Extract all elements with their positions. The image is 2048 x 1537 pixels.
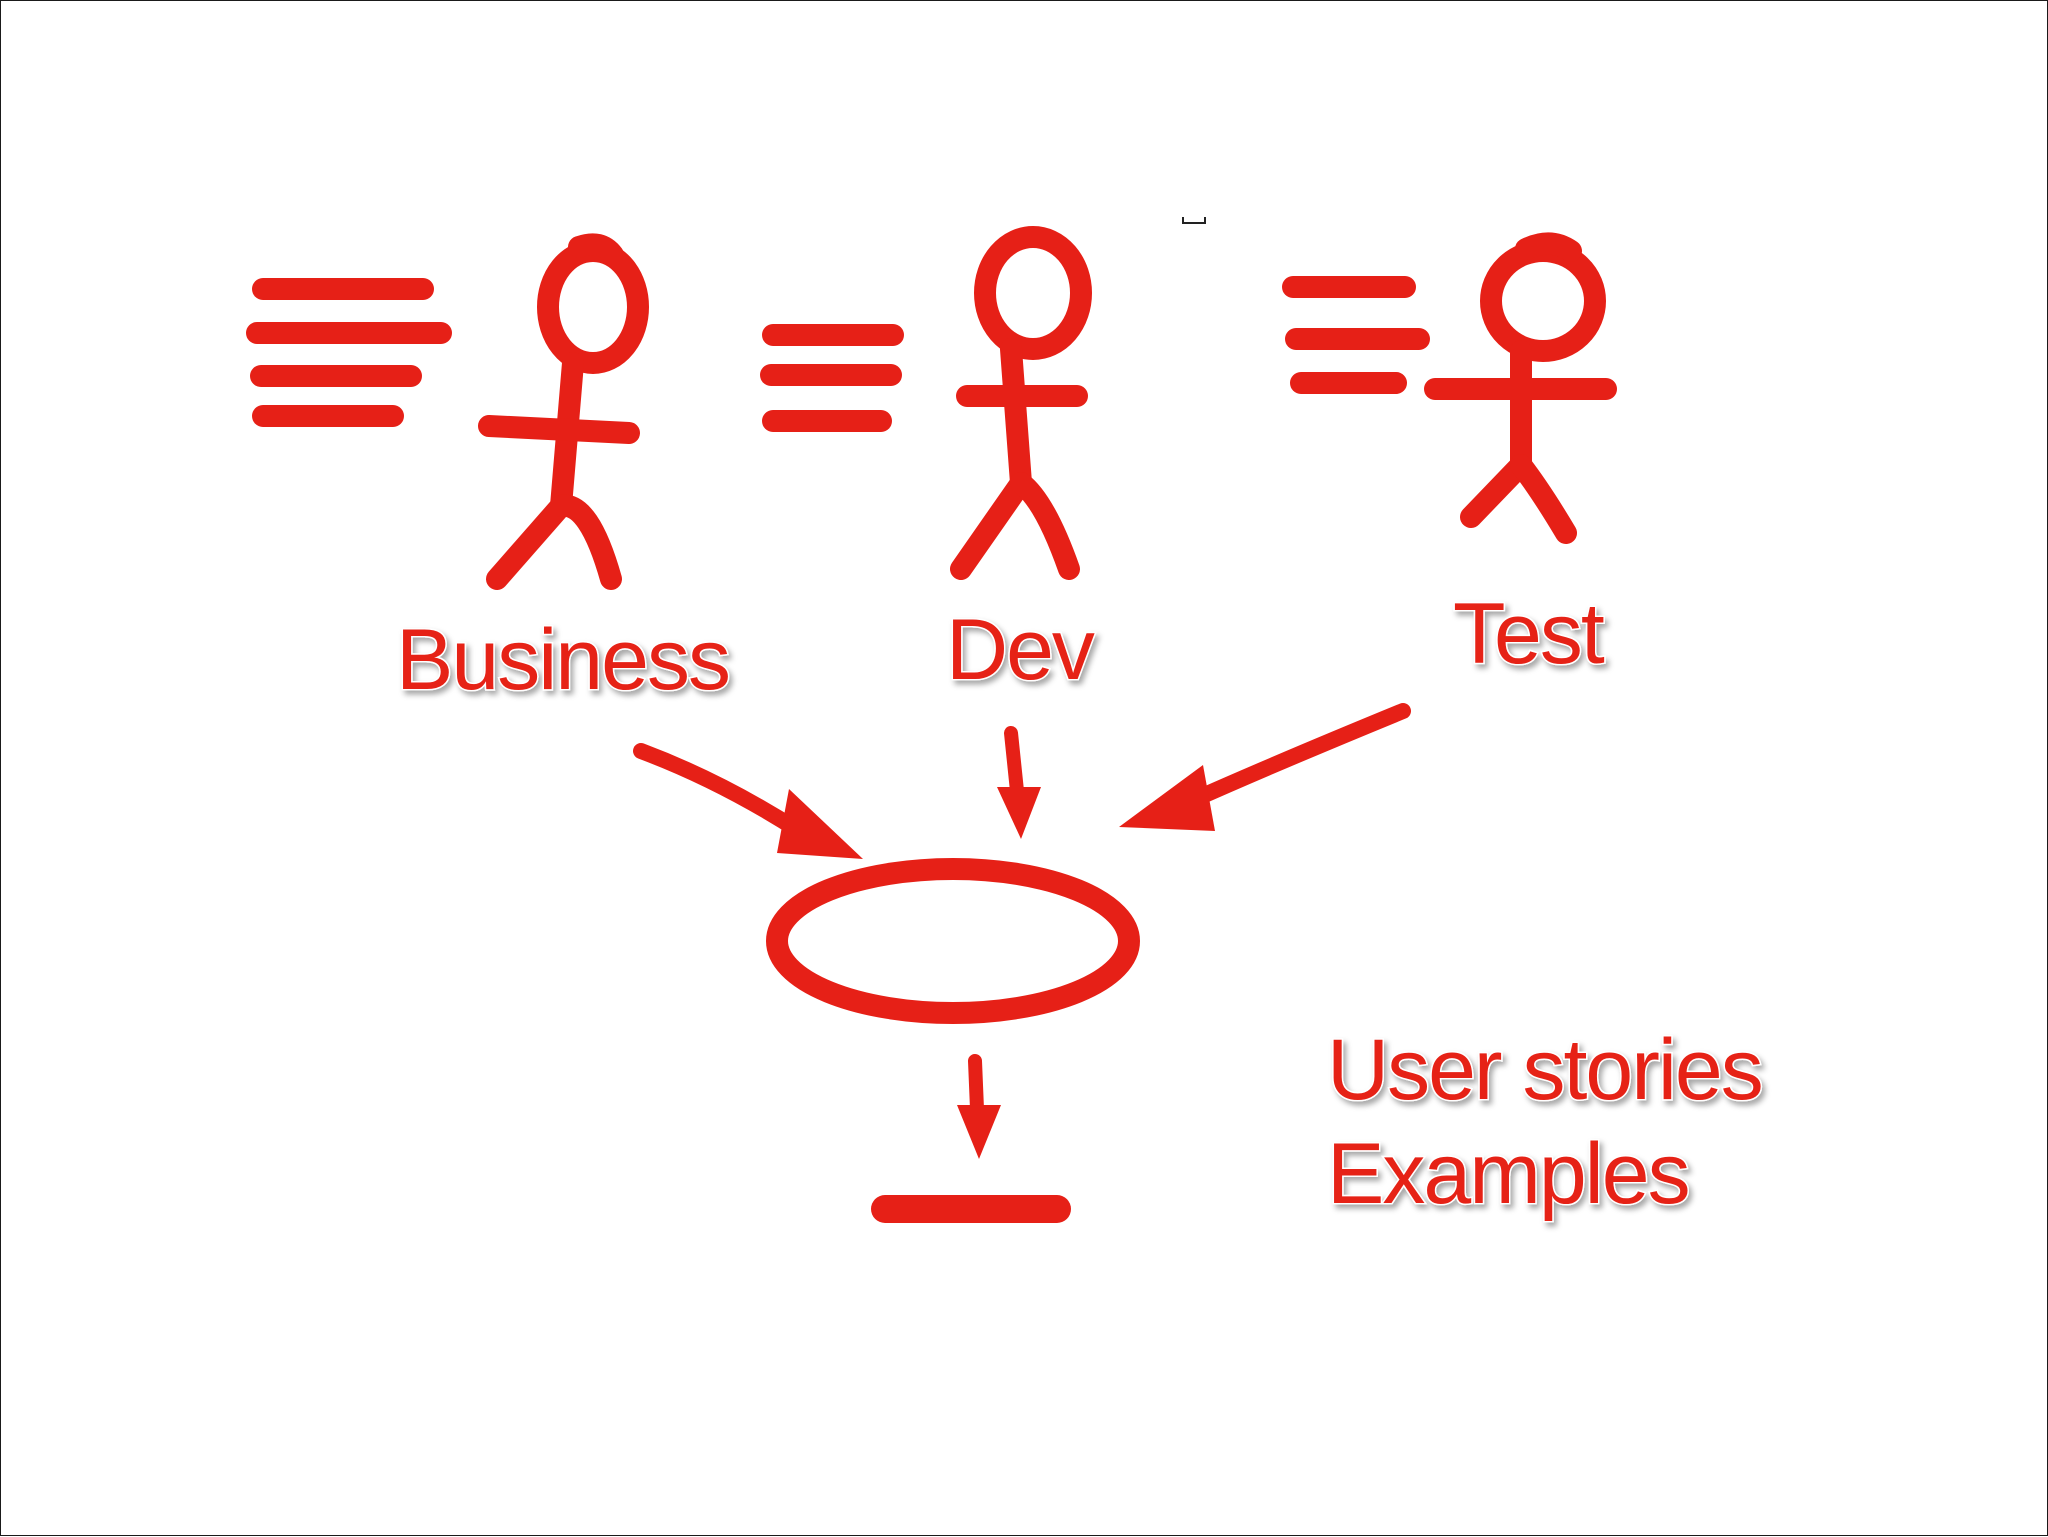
shared-understanding-ellipse bbox=[777, 869, 1129, 1013]
arrow-from-business bbox=[641, 751, 863, 859]
stick-figure-icon bbox=[961, 237, 1081, 569]
text-lines-icon bbox=[1293, 287, 1419, 383]
role-label-business: Business bbox=[396, 612, 729, 708]
stick-figure-icon bbox=[1435, 243, 1606, 533]
role-business: Business bbox=[257, 244, 729, 708]
outcome-examples: Examples bbox=[1327, 1126, 1689, 1222]
arrow-to-result bbox=[957, 1061, 1001, 1159]
role-dev: Dev bbox=[771, 237, 1095, 698]
arrow-from-test bbox=[1119, 711, 1403, 831]
text-lines-icon bbox=[771, 335, 893, 421]
role-test: Test bbox=[1293, 243, 1606, 682]
outcome-user-stories: User stories bbox=[1327, 1022, 1762, 1118]
text-lines-icon bbox=[257, 289, 441, 416]
role-label-test: Test bbox=[1453, 586, 1605, 682]
arrow-from-dev bbox=[997, 733, 1041, 839]
role-label-dev: Dev bbox=[946, 602, 1095, 698]
stick-figure-icon bbox=[489, 244, 638, 579]
small-bracket-mark bbox=[1183, 217, 1205, 223]
